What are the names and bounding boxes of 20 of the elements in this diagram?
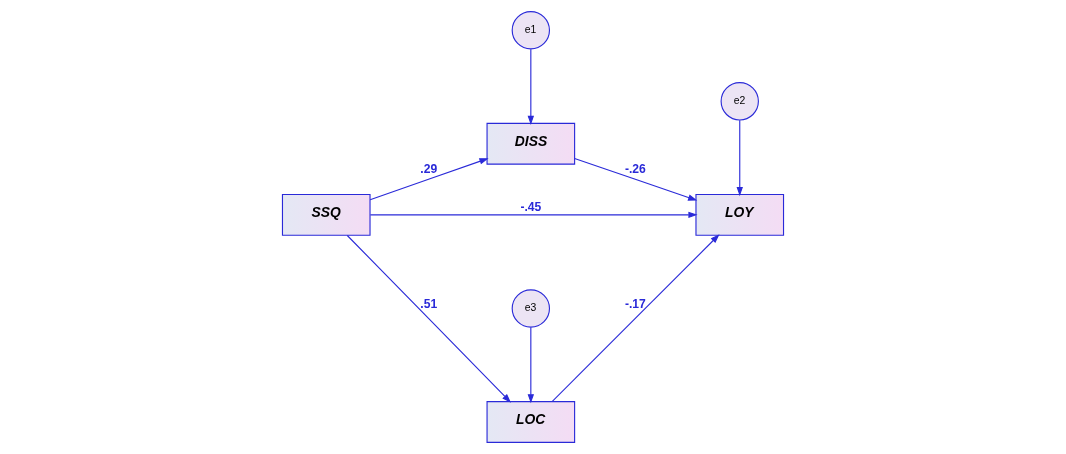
node-box: LOC	[486, 401, 576, 443]
arrow	[346, 234, 512, 403]
edge-label: .29	[420, 162, 438, 177]
arrow	[369, 211, 698, 219]
arrow	[527, 48, 535, 126]
node-box: LOY	[695, 193, 785, 236]
edge-label: -.17	[624, 296, 646, 311]
arrow	[369, 158, 489, 201]
edge-label: -.45	[520, 199, 542, 214]
node-circle: e2	[720, 82, 759, 121]
node-circle: e3	[511, 289, 551, 328]
node-circle: e1	[511, 11, 551, 50]
node-box: SSQ	[281, 193, 371, 236]
arrow	[551, 234, 720, 402]
node-box: DISS	[486, 122, 576, 165]
arrow	[527, 326, 535, 404]
edge-label: -.26	[624, 162, 646, 177]
arrow	[736, 119, 743, 197]
arrow	[574, 157, 698, 201]
edge-label: .51	[420, 296, 438, 311]
